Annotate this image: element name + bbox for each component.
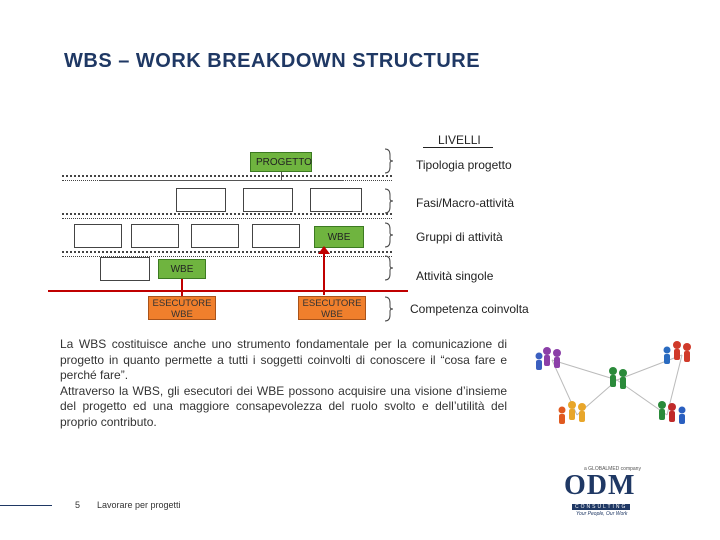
paragraph-2: Attraverso la WBS, gli esecutori dei WBE… bbox=[60, 384, 507, 431]
group-box bbox=[191, 224, 239, 248]
level-label-1: Tipologia progetto bbox=[416, 158, 512, 172]
level-brace-2 bbox=[384, 188, 394, 214]
paragraph-1: La WBS costituisce anche uno strumento f… bbox=[60, 337, 507, 384]
logo-tagline: Your People, Our Work bbox=[576, 511, 627, 517]
executor-box-2: ESECUTORE WBE bbox=[298, 296, 366, 320]
competence-connector bbox=[323, 250, 325, 295]
slide-title: WBS – WORK BREAKDOWN STRUCTURE bbox=[64, 50, 480, 73]
phase-box bbox=[176, 188, 226, 212]
level-brace-1 bbox=[384, 148, 394, 174]
group-box bbox=[252, 224, 300, 248]
footer-line bbox=[0, 505, 52, 506]
executor-label: ESECUTORE bbox=[149, 298, 215, 309]
arrow-up-icon bbox=[318, 246, 330, 254]
group-box bbox=[131, 224, 179, 248]
logo-sub: CONSULTING bbox=[572, 504, 630, 510]
competence-line bbox=[48, 290, 408, 292]
wbe-box-group: WBE bbox=[314, 226, 364, 248]
project-box: PROGETTO bbox=[250, 152, 312, 172]
project-label: PROGETTO bbox=[256, 157, 312, 168]
people-network-image bbox=[517, 325, 717, 435]
competence-connector bbox=[181, 279, 183, 297]
levels-title: LIVELLI bbox=[438, 133, 481, 147]
odm-logo: a GLOBALMED company ODM CONSULTING Your … bbox=[562, 466, 662, 516]
levels-underline bbox=[423, 147, 493, 148]
group-box bbox=[74, 224, 122, 248]
activity-box bbox=[100, 257, 150, 281]
wbe-label: WBE bbox=[171, 264, 194, 275]
wbe-label: WBE bbox=[328, 232, 351, 243]
connector bbox=[281, 172, 282, 180]
connector bbox=[100, 180, 344, 181]
executor-box-1: ESECUTORE WBE bbox=[148, 296, 216, 320]
level-label-3: Gruppi di attività bbox=[416, 230, 503, 244]
executor-label: WBE bbox=[299, 309, 365, 320]
level-separator-2 bbox=[62, 213, 392, 219]
phase-box bbox=[243, 188, 293, 212]
level-brace-4 bbox=[384, 255, 394, 281]
executor-label: ESECUTORE bbox=[299, 298, 365, 309]
logo-brand: ODM bbox=[564, 470, 635, 502]
level-brace-5 bbox=[384, 296, 394, 322]
executor-label: WBE bbox=[149, 309, 215, 320]
level-brace-3 bbox=[384, 222, 394, 248]
level-label-4: Attività singole bbox=[416, 269, 493, 283]
phase-box bbox=[310, 188, 362, 212]
level-label-5: Competenza coinvolta bbox=[410, 302, 529, 316]
page-number: 5 bbox=[75, 500, 80, 510]
wbe-box-activity: WBE bbox=[158, 259, 206, 279]
footer-text: Lavorare per progetti bbox=[97, 500, 181, 510]
level-label-2: Fasi/Macro-attività bbox=[416, 196, 514, 210]
description-text: La WBS costituisce anche uno strumento f… bbox=[60, 337, 507, 430]
